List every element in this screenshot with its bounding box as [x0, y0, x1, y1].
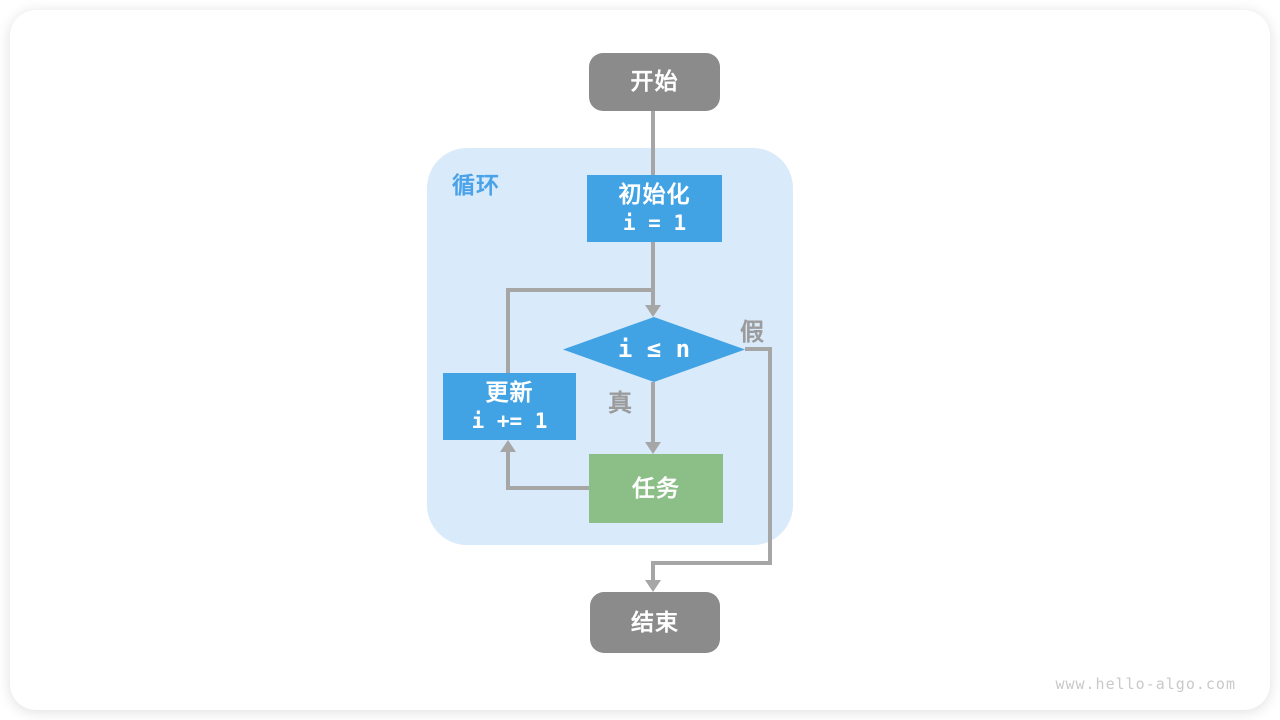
- edge-label-false: 假: [740, 319, 765, 346]
- edge-task-to-update-horizontal: [506, 486, 589, 490]
- node-update-label: 更新: [485, 378, 534, 405]
- node-end: 结束: [590, 592, 720, 653]
- node-condition-code: i ≤ n: [617, 334, 691, 363]
- node-end-label: 结束: [631, 608, 679, 635]
- edge-update-loopback-horizontal: [506, 288, 655, 292]
- edge-label-true: 真: [608, 390, 633, 417]
- node-start-label: 开始: [630, 68, 679, 95]
- watermark-url: www.hello-algo.com: [1055, 675, 1236, 693]
- arrowhead-into-task: [645, 442, 661, 454]
- edge-false-to-end: [651, 561, 655, 582]
- arrowhead-into-condition: [645, 305, 661, 317]
- edge-task-to-update-vertical: [506, 451, 510, 490]
- node-task-label: 任务: [632, 474, 680, 501]
- node-start: 开始: [589, 53, 720, 111]
- edge-condition-to-task: [651, 382, 655, 444]
- edge-update-loopback-vertical: [506, 290, 510, 373]
- edge-init-to-condition: [651, 242, 655, 308]
- node-init: 初始化 i = 1: [587, 175, 722, 242]
- node-task: 任务: [589, 454, 723, 523]
- node-init-label: 初始化: [618, 180, 691, 207]
- arrowhead-into-update: [500, 440, 516, 452]
- node-update: 更新 i += 1: [443, 373, 576, 440]
- node-update-code: i += 1: [471, 408, 548, 433]
- edge-false-stub: [745, 347, 772, 351]
- arrowhead-into-end: [645, 580, 661, 592]
- edge-false-horizontal: [651, 561, 772, 565]
- node-init-code: i = 1: [622, 210, 687, 235]
- edge-false-vertical: [768, 347, 772, 565]
- loop-region-label: 循环: [452, 172, 500, 198]
- edge-start-to-init: [651, 111, 655, 175]
